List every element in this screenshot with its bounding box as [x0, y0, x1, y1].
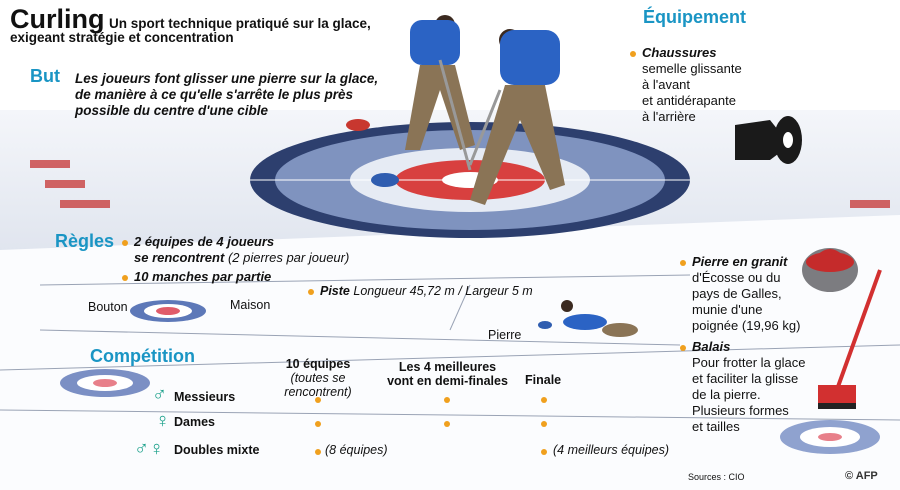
col-note: (toutes se rencontrent) [284, 371, 352, 399]
row-label-dames: Dames [174, 415, 215, 429]
rule2: 10 manches par partie [134, 269, 272, 284]
balais-title: Balais [692, 339, 731, 354]
balais-block: Balais Pour frotter la glace et facilite… [680, 339, 805, 435]
pierre-label: Pierre [488, 328, 522, 342]
balais-line: et tailles [692, 419, 740, 434]
piste-info: Piste Longueur 45,72 m / Largeur 5 m [308, 284, 533, 298]
doubles-note-1: (8 équipes) [325, 443, 388, 457]
page-title: Curling [10, 4, 105, 34]
pierre-line: munie d'une [692, 302, 763, 317]
bullet-icon [308, 288, 314, 295]
mark-dames-1 [315, 421, 321, 427]
stone-illustration [802, 248, 858, 292]
shoes-illustration [735, 116, 802, 164]
row-label-doubles: Doubles mixte [174, 443, 260, 457]
rule1-note: (2 pierres par joueur) [227, 250, 350, 265]
header: Curling Un sport technique pratiqué sur … [10, 4, 371, 35]
col-note: vont en demi-finales [387, 374, 508, 388]
female-icon: ♀ [155, 410, 170, 432]
col-title: Les 4 meilleures [398, 360, 497, 374]
competition-heading: Compétition [90, 346, 195, 366]
rule1: 2 équipes de 4 joueurs [134, 234, 275, 249]
but-text: Les joueurs font glisser une pierre sur … [75, 71, 378, 119]
source: Sources : CIO [688, 472, 745, 482]
male-icon: ♂ [152, 384, 167, 406]
bullet-icon [680, 259, 686, 266]
balais-line: et faciliter la glisse [692, 371, 799, 386]
mark-messieurs-2 [444, 397, 450, 403]
pierre-title: Pierre en granit [692, 254, 788, 269]
bouton-label: Bouton [88, 300, 128, 314]
chaussures-line: à l'arrière [642, 109, 696, 124]
mark-messieurs-3 [541, 397, 547, 403]
house-target-small [130, 300, 206, 322]
pierre-line: pays de Galles, [692, 286, 782, 301]
chaussures-line: à l'avant [642, 77, 691, 92]
bullet-icon [680, 344, 686, 351]
piste-dims: Longueur 45,72 m / Largeur 5 m [353, 284, 533, 298]
subtitle-line2: exigeant stratégie et concentration [10, 30, 234, 45]
subtitle-line1: Un sport technique pratiqué sur la glace… [108, 16, 371, 31]
bullet-icon [122, 239, 128, 246]
col-title: Finale [525, 373, 562, 387]
chaussures-block: Chaussures semelle glissante à l'avant e… [630, 45, 742, 125]
maison-label: Maison [230, 298, 271, 312]
col-header-3: Finale [525, 373, 561, 387]
broom-illustration [818, 269, 882, 409]
piste-label: Piste [320, 284, 350, 298]
rule1-cont: se rencontrent [134, 250, 225, 265]
chaussures-line: semelle glissante [642, 61, 742, 76]
regles-list: 2 équipes de 4 joueurs se rencontrent (2… [122, 234, 349, 285]
mark-messieurs-1 [315, 397, 321, 403]
balais-line: Pour frotter la glace [692, 355, 806, 370]
balais-line: de la pierre. [692, 387, 761, 402]
mixed-icon: ♂♀ [134, 438, 164, 460]
afp-credit: © AFP [845, 470, 878, 482]
but-line: de manière à ce qu'elle s'arrête le plus… [75, 87, 354, 102]
col-title: 10 équipes [285, 357, 351, 371]
chaussures-title: Chaussures [642, 45, 717, 60]
bullet-icon [630, 50, 636, 57]
doubles-note-3: (4 meilleurs équipes) [553, 443, 670, 457]
chaussures-line: et antidérapante [642, 93, 736, 108]
row-label-messieurs: Messieurs [174, 390, 236, 404]
but-line: possible du centre d'une cible [75, 103, 269, 118]
mark-dames-3 [541, 421, 547, 427]
but-heading: But [30, 66, 60, 86]
players-illustration [405, 15, 638, 337]
balais-line: Plusieurs formes [692, 403, 789, 418]
mark-doubles-3 [541, 449, 547, 455]
bullet-icon [122, 274, 128, 281]
but-line: Les joueurs font glisser une pierre sur … [75, 71, 379, 86]
pierre-block: Pierre en granit d'Écosse ou du pays de … [680, 254, 800, 334]
mark-doubles-1 [315, 449, 321, 455]
pierre-line: d'Écosse ou du [692, 270, 781, 285]
regles-heading: Règles [55, 231, 115, 251]
pierre-line: poignée (19,96 kg) [692, 318, 801, 333]
equipement-heading: Équipement [643, 7, 747, 27]
col-header-1: 10 équipes(toutes se rencontrent) [258, 357, 378, 399]
mark-dames-2 [444, 421, 450, 427]
